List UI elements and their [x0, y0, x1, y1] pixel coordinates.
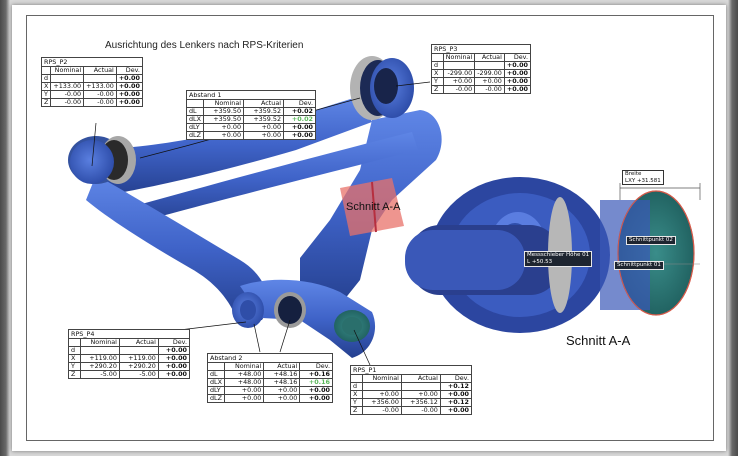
- header-nominal: Nominal: [80, 338, 120, 347]
- section-caption: Schnitt A-A: [566, 333, 631, 348]
- page-border: [26, 15, 714, 441]
- header-actual: Actual: [118, 338, 159, 347]
- table-row: Z-0.00-0.00+0.00: [40, 98, 143, 107]
- section-view: [405, 177, 701, 333]
- breite-tag: Breite LXY +31.581: [622, 170, 664, 185]
- messschieber-tag: Messschieber Höhe 01 L +50.53: [524, 251, 593, 267]
- schnittpunkt-01-tag: Schnittpunkt 01: [614, 261, 664, 270]
- header-actual: Actual: [400, 374, 441, 383]
- table-row: Z-0.00-0.00+0.00: [431, 85, 532, 94]
- messschieber-value: L +50.53: [527, 259, 553, 265]
- table-title: RPS_P3: [431, 44, 531, 53]
- schnittpunkt-02-tag: Schnittpunkt 02: [626, 236, 676, 245]
- table-row: dLZ+0.00+0.00+0.00: [207, 394, 333, 403]
- control-arm: [68, 56, 442, 358]
- table-title: RPS_P4: [68, 329, 190, 338]
- messschieber-title: Messschieber Höhe 01: [527, 252, 590, 258]
- table-title: RPS_P2: [41, 57, 143, 66]
- table-title: RPS_P1: [350, 365, 472, 374]
- page-title: Ausrichtung des Lenkers nach RPS-Kriteri…: [105, 40, 304, 51]
- table-row: Z-5.00-5.00+0.00: [68, 370, 191, 379]
- header-actual: Actual: [474, 53, 505, 62]
- section-plane: [340, 178, 404, 236]
- table-title: Abstand 2: [207, 353, 333, 362]
- table-row: dLZ+0.00+0.00+0.00: [186, 131, 316, 140]
- table-row: X-299.00-299.00+0.00: [431, 69, 532, 78]
- breite-title: Breite: [625, 171, 642, 177]
- header-nominal: Nominal: [442, 53, 476, 62]
- header-actual: Actual: [83, 66, 117, 75]
- table-row: dLX+48.00+48.16+0.16: [207, 378, 333, 387]
- breite-value: LXY +31.581: [625, 177, 661, 184]
- section-label: Schnitt A-A: [346, 201, 401, 213]
- header-nominal: Nominal: [50, 66, 85, 75]
- header-nominal: Nominal: [362, 374, 402, 383]
- table-row: Z-0.00-0.00+0.00: [350, 406, 473, 415]
- table-title: Abstand 1: [186, 90, 316, 99]
